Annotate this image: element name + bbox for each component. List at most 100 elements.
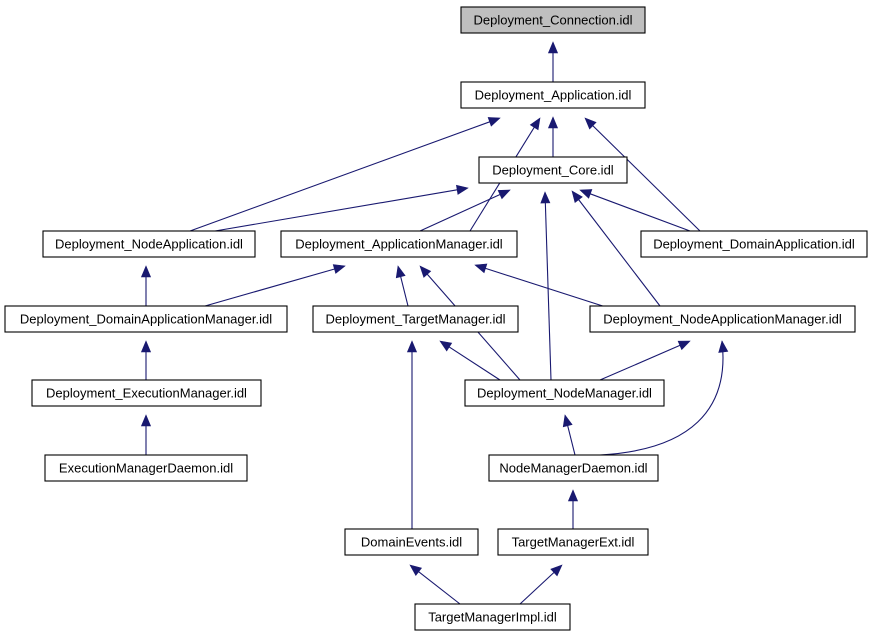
node-nodeappmanager[interactable]: Deployment_NodeApplicationManager.idl <box>589 305 856 333</box>
node-box[interactable] <box>464 379 665 407</box>
edge-executionmanagerdaemon-to-executionmanager <box>140 414 152 455</box>
edge-nodeapplication-to-core <box>214 184 469 232</box>
node-domainapplication[interactable]: Deployment_DomainApplication.idl <box>640 230 868 258</box>
edge-arrowhead <box>718 340 729 353</box>
edge-arrowhead <box>550 564 563 577</box>
node-targetmanager[interactable]: Deployment_TargetManager.idl <box>312 305 519 333</box>
edge-line <box>189 120 492 232</box>
edge-line <box>577 198 661 307</box>
edge-line <box>519 571 556 605</box>
edge-core-to-application <box>547 116 559 157</box>
edge-arrowhead <box>474 263 488 274</box>
node-connection[interactable]: Deployment_Connection.idl <box>460 6 646 34</box>
edge-executionmanager-to-domainappmanager <box>140 340 152 380</box>
node-box[interactable] <box>460 6 646 34</box>
edge-arrowhead <box>140 340 152 353</box>
node-label: ExecutionManagerDaemon.idl <box>59 460 233 475</box>
edge-nodemanagerdaemon-to-nodeappmanager <box>599 340 729 456</box>
node-label: Deployment_DomainApplication.idl <box>653 236 855 251</box>
edge-line <box>591 124 701 232</box>
node-label: DomainEvents.idl <box>361 534 462 549</box>
node-label: Deployment_NodeManager.idl <box>477 385 652 400</box>
edge-arrowhead <box>332 264 346 274</box>
node-label: Deployment_DomainApplicationManager.idl <box>20 311 272 326</box>
edge-application-to-connection <box>547 41 559 82</box>
edge-targetmanagerimpl-to-targetmanagerext <box>519 564 563 605</box>
edge-arrowhead <box>140 414 152 427</box>
node-box[interactable] <box>44 454 248 482</box>
edge-arrowhead <box>567 489 579 502</box>
edge-domainappmanager-to-applicationmanager <box>204 264 346 307</box>
edge-arrowhead <box>562 414 573 428</box>
node-targetmanagerimpl[interactable]: TargetManagerImpl.idl <box>414 603 571 631</box>
node-box[interactable] <box>414 603 571 631</box>
edge-arrowhead <box>529 117 541 131</box>
node-core[interactable]: Deployment_Core.idl <box>478 156 628 184</box>
edge-line <box>417 570 461 605</box>
node-domainevents[interactable]: DomainEvents.idl <box>344 528 479 556</box>
edge-arrowhead <box>579 189 593 199</box>
edge-line <box>566 424 576 456</box>
edge-nodemanagerdaemon-to-nodemanager <box>562 414 576 456</box>
node-targetmanagerext[interactable]: TargetManagerExt.idl <box>497 528 649 556</box>
edge-nodemanager-to-targetmanager <box>439 340 501 381</box>
edge-line <box>214 189 459 232</box>
edge-nodemanager-to-core <box>540 191 552 381</box>
node-box[interactable] <box>312 305 519 333</box>
edge-arrowhead <box>547 116 559 129</box>
node-box[interactable] <box>344 528 479 556</box>
node-box[interactable] <box>460 81 646 109</box>
edge-line <box>544 201 552 381</box>
edge-line <box>399 275 409 307</box>
edge-domainapplication-to-core <box>579 189 691 232</box>
edge-arrowhead <box>409 564 423 576</box>
edge-nodemanager-to-nodeappmanager <box>599 340 691 381</box>
node-applicationmanager[interactable]: Deployment_ApplicationManager.idl <box>280 230 518 258</box>
edge-targetmanager-to-applicationmanager <box>395 265 409 307</box>
node-executionmanager[interactable]: Deployment_ExecutionManager.idl <box>31 379 262 407</box>
node-box[interactable] <box>497 528 649 556</box>
edge-line <box>447 345 501 381</box>
node-box[interactable] <box>280 230 518 258</box>
node-box[interactable] <box>42 230 256 258</box>
node-box[interactable] <box>4 305 288 333</box>
node-box[interactable] <box>31 379 262 407</box>
node-application[interactable]: Deployment_Application.idl <box>460 81 646 109</box>
nodes-layer: Deployment_Connection.idlDeployment_Appl… <box>4 6 868 631</box>
node-box[interactable] <box>640 230 868 258</box>
edge-line <box>419 193 502 232</box>
edge-arrowhead <box>584 117 597 130</box>
node-box[interactable] <box>488 454 659 482</box>
edge-applicationmanager-to-core <box>419 189 511 232</box>
edge-domainappmanager-to-nodeapplication <box>140 265 152 306</box>
node-label: NodeManagerDaemon.idl <box>499 460 647 475</box>
edge-domainapplication-to-application <box>584 117 701 232</box>
edge-targetmanagerimpl-to-domainevents <box>409 564 461 605</box>
node-label: Deployment_Core.idl <box>492 162 614 177</box>
edge-nodeappmanager-to-core <box>571 190 661 307</box>
edge-line <box>599 340 724 456</box>
edge-arrowhead <box>140 265 152 278</box>
node-box[interactable] <box>478 156 628 184</box>
node-nodemanager[interactable]: Deployment_NodeManager.idl <box>464 379 665 407</box>
node-domainappmanager[interactable]: Deployment_DomainApplicationManager.idl <box>4 305 288 333</box>
node-label: Deployment_NodeApplicationManager.idl <box>603 311 842 326</box>
edge-targetmanagerext-to-nodemanagerdaemon <box>567 489 579 529</box>
edge-arrowhead <box>540 191 551 204</box>
node-nodeapplication[interactable]: Deployment_NodeApplication.idl <box>42 230 256 258</box>
edge-domainevents-to-targetmanager <box>406 340 418 529</box>
edge-arrowhead <box>406 340 418 353</box>
node-executionmanagerdaemon[interactable]: ExecutionManagerDaemon.idl <box>44 454 248 482</box>
node-label: Deployment_TargetManager.idl <box>326 311 506 326</box>
edge-line <box>204 268 337 307</box>
node-label: Deployment_Connection.idl <box>474 12 633 27</box>
node-box[interactable] <box>589 305 856 333</box>
edge-arrowhead <box>677 340 691 351</box>
edge-arrowhead <box>547 41 559 54</box>
edge-arrowhead <box>571 190 583 204</box>
node-label: TargetManagerExt.idl <box>512 534 635 549</box>
edge-arrowhead <box>419 265 432 278</box>
node-nodemanagerdaemon[interactable]: NodeManagerDaemon.idl <box>488 454 659 482</box>
edge-arrowhead <box>497 189 511 200</box>
